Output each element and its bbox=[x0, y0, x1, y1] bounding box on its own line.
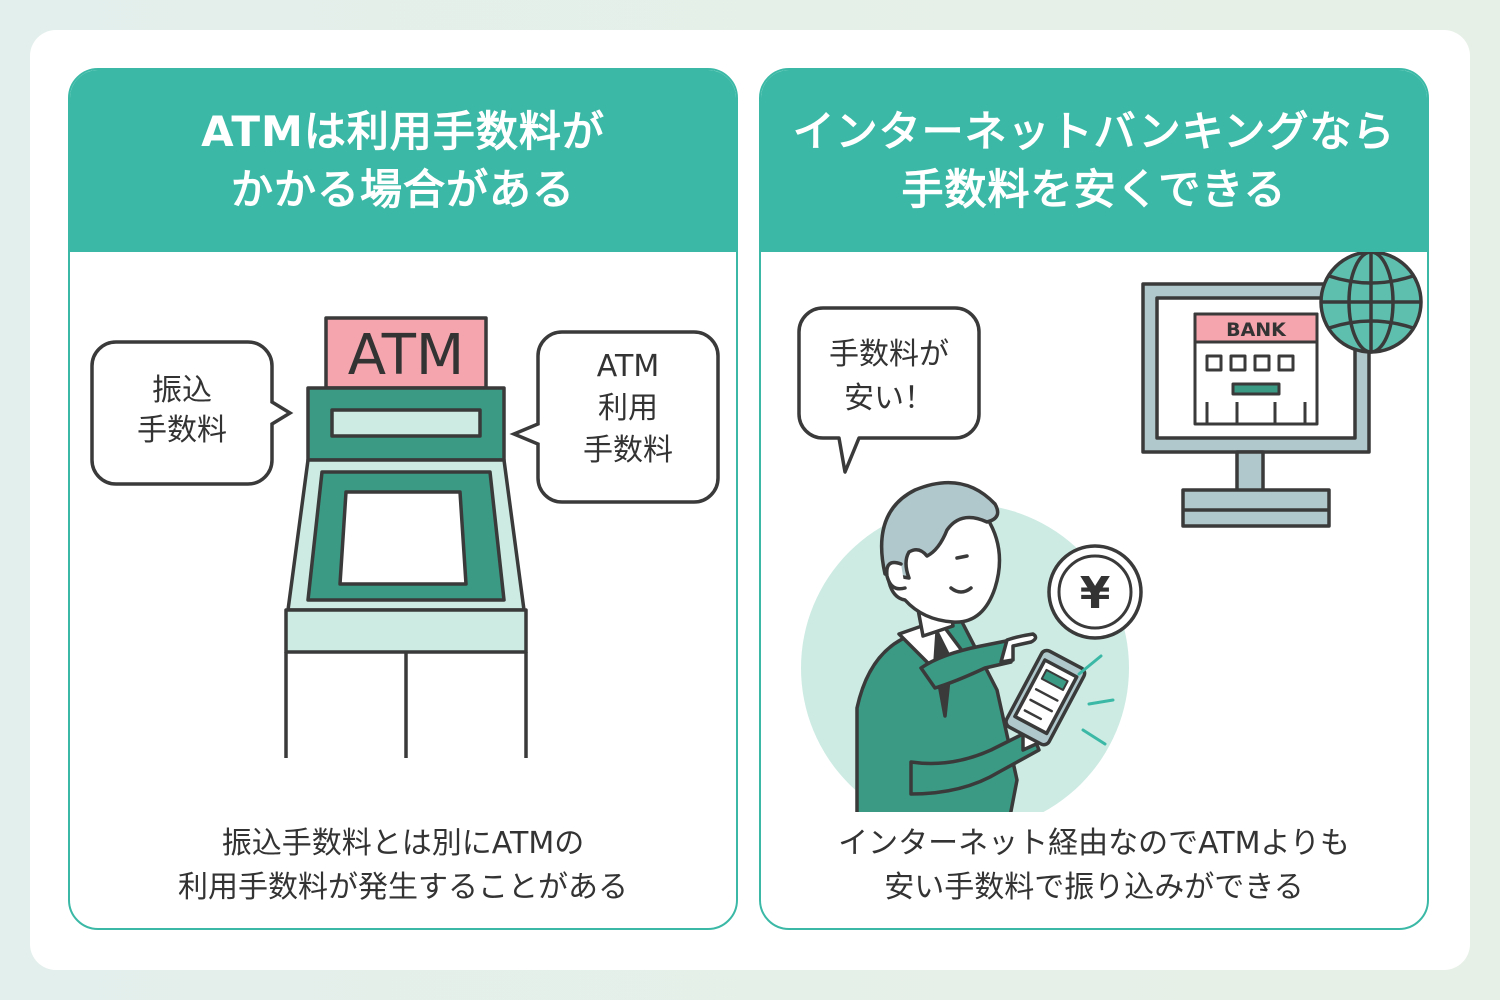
panel-net-banking-caption-line1: インターネット経由なのでATMよりも bbox=[838, 826, 1350, 861]
atm-machine bbox=[284, 316, 528, 758]
panel-atm-header: ATMは利用手数料が かかる場合がある bbox=[70, 70, 736, 252]
yen-symbol: ¥ bbox=[1080, 568, 1111, 619]
panel-net-banking-title-line1: インターネットバンキングなら bbox=[792, 107, 1396, 156]
panel-net-banking: インターネットバンキングなら 手数料を安くできる 手数料が 安い！ bbox=[759, 68, 1429, 930]
panel-atm-title-line2: かかる場合がある bbox=[230, 165, 575, 214]
panel-net-banking-header: インターネットバンキングなら 手数料を安くできる bbox=[761, 70, 1427, 252]
panel-atm: ATMは利用手数料が かかる場合がある 振込 手数料 ATM 利用 手数料 bbox=[68, 68, 738, 930]
panel-atm-caption-line2: 利用手数料が発生することがある bbox=[178, 870, 628, 905]
panel-net-banking-caption-line2: 安い手数料で振り込みができる bbox=[884, 870, 1304, 905]
globe-icon bbox=[1319, 252, 1423, 354]
bubble-transfer-fee-line2: 手数料 bbox=[137, 413, 227, 448]
bubble-cheap-fee: 手数料が 安い！ bbox=[797, 306, 981, 474]
atm-sign bbox=[324, 316, 488, 390]
atm-illustration: 振込 手数料 ATM 利用 手数料 ATM bbox=[90, 316, 720, 758]
bank-building bbox=[1193, 312, 1319, 426]
bubble-transfer-fee-line1: 振込 bbox=[152, 373, 212, 408]
panel-atm-title-line1: ATMは利用手数料が bbox=[201, 107, 605, 156]
panel-net-banking-caption: インターネット経由なのでATMよりも 安い手数料で振り込みができる bbox=[761, 822, 1427, 910]
bank-sign-text: BANK bbox=[1226, 319, 1287, 341]
bubble-cheap-fee-line1: 手数料が bbox=[829, 337, 949, 372]
atm-sign-text: ATM bbox=[348, 323, 464, 388]
panel-net-banking-title: インターネットバンキングなら 手数料を安くできる bbox=[793, 103, 1396, 219]
yen-coin-icon: ¥ bbox=[1047, 544, 1143, 640]
panel-atm-caption: 振込手数料とは別にATMの 利用手数料が発生することがある bbox=[70, 822, 736, 910]
bubble-atm-fee-line3: 手数料 bbox=[583, 433, 673, 468]
bubble-cheap-fee-line2: 安い！ bbox=[844, 381, 934, 416]
bubble-atm-fee-line1: ATM bbox=[597, 349, 659, 384]
bubble-transfer-fee: 振込 手数料 bbox=[90, 340, 294, 486]
bubble-atm-fee: ATM 利用 手数料 bbox=[509, 330, 720, 504]
panel-atm-caption-line1: 振込手数料とは別にATMの bbox=[221, 826, 585, 861]
bubble-atm-fee-line2: 利用 bbox=[598, 391, 658, 426]
phone-sparkle-lines bbox=[1077, 654, 1115, 746]
net-banking-illustration: 手数料が 安い！ BANK bbox=[797, 252, 1423, 812]
person-with-smartphone bbox=[855, 480, 1087, 812]
panel-atm-title: ATMは利用手数料が かかる場合がある bbox=[201, 103, 605, 219]
panel-net-banking-title-line2: 手数料を安くできる bbox=[901, 165, 1287, 214]
